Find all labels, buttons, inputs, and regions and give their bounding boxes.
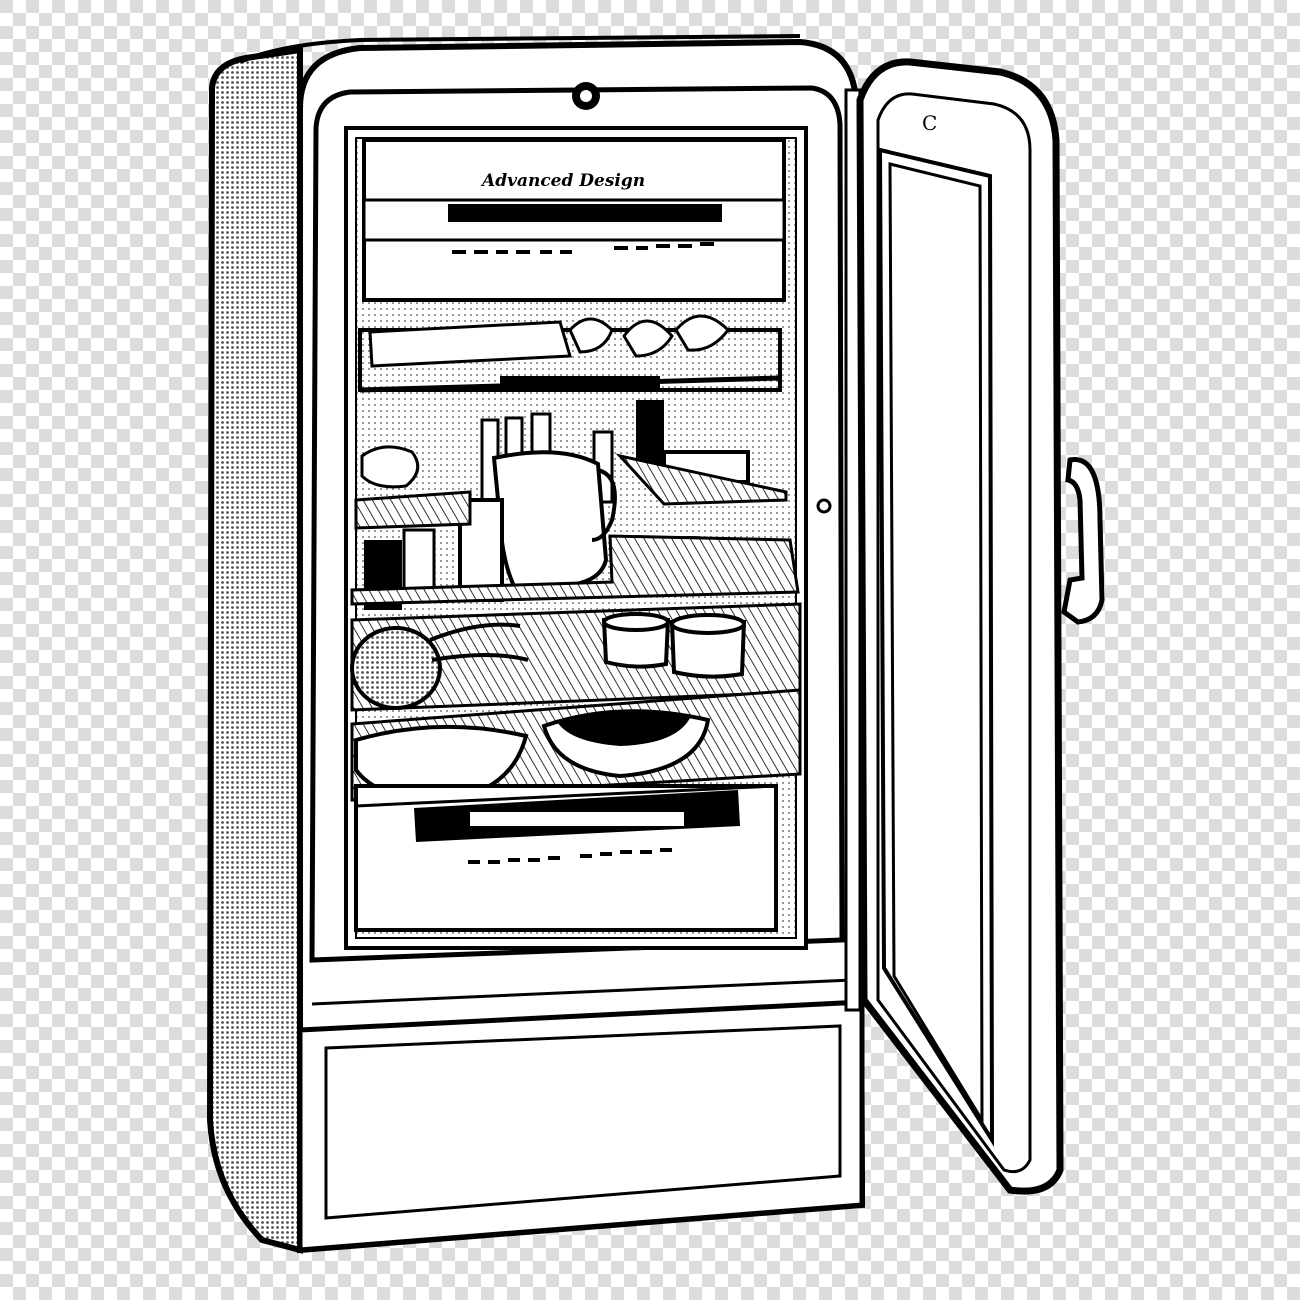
cabinet-top-curve	[239, 34, 801, 64]
door-latch-pin	[816, 498, 832, 514]
door-handle	[1061, 457, 1105, 625]
crisper-drawer	[354, 784, 778, 932]
door-letter-label: C	[922, 111, 937, 135]
food-cans	[601, 612, 747, 679]
pineapple	[350, 622, 529, 710]
pie-and-salad-bowl	[354, 709, 711, 803]
refrigerator-door: C	[856, 58, 1064, 1195]
freezer-compartment: Advanced Design	[362, 138, 786, 302]
base-drawer	[297, 978, 865, 1253]
top-shelf-tray	[358, 314, 782, 393]
cabinet-side-panel	[206, 46, 303, 1254]
brand-script-label: Advanced Design	[480, 171, 645, 191]
